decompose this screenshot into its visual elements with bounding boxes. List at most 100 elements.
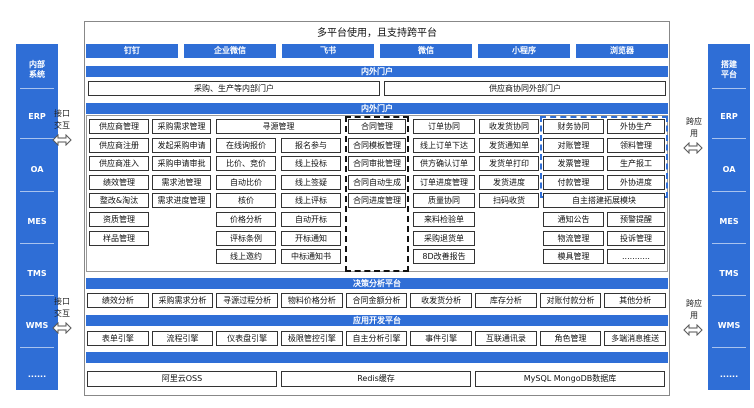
module-box: 预警提醒 — [607, 212, 665, 227]
panel-item: ...... — [719, 370, 739, 379]
module-box: 8D改善报告 — [413, 249, 475, 265]
module-box: 投诉管理 — [607, 230, 665, 246]
panel-header-line: 内部 — [29, 60, 45, 69]
module-box: 采购需求管理 — [152, 119, 211, 134]
module-box: 采购申请审批 — [152, 156, 211, 172]
panel-item: ERP — [28, 112, 46, 121]
module-box: 线上评标 — [281, 193, 341, 209]
analysis-box: 合同金额分析 — [345, 293, 408, 308]
module-box: 评标条例 — [216, 230, 276, 246]
right-note-bottom: 跨应用 — [686, 299, 702, 320]
engine-box: 互联通讯录 — [475, 331, 537, 346]
module-box: 订单进度管理 — [413, 174, 475, 190]
module-box: 发起采购申请 — [152, 137, 211, 153]
contract-dashed-border — [345, 116, 409, 272]
portal-outer-box: 供应商协同外部门户 — [384, 81, 666, 96]
module-box: 采购退货单 — [413, 230, 475, 246]
engine-box: 事件引擎 — [410, 331, 472, 346]
module-box: 供方确认订单 — [413, 156, 475, 172]
double-arrow-icon — [52, 322, 72, 334]
module-box: 模具管理 — [543, 249, 604, 265]
platform-button: 小程序 — [478, 44, 570, 58]
panel-item: MES — [719, 217, 739, 226]
panel-item: TMS — [27, 269, 47, 278]
module-box: 发货单打印 — [479, 156, 539, 172]
panel-divider — [712, 138, 746, 139]
left-note-top: 接口交互 — [54, 109, 70, 130]
panel-item: OA — [722, 165, 736, 174]
module-box: 财务协同 — [543, 119, 604, 134]
module-box: 对账管理 — [543, 137, 604, 153]
module-box: 线上邀约 — [216, 249, 276, 265]
platform-button: 企业微信 — [184, 44, 276, 58]
panel-item: OA — [30, 165, 44, 174]
engine-box: 角色管理 — [539, 331, 602, 346]
double-arrow-icon — [683, 324, 703, 336]
panel-item: ERP — [720, 112, 738, 121]
module-box: 来料检验单 — [413, 212, 475, 227]
panel-divider — [712, 243, 746, 244]
platform-button: 浏览器 — [576, 44, 668, 58]
panel-item: MES — [27, 217, 47, 226]
module-box: 需求进度管理 — [152, 193, 211, 209]
platform-button: 钉钉 — [86, 44, 178, 58]
engine-box: 多端消息推送 — [604, 331, 666, 346]
analysis-box: 采购需求分析 — [151, 293, 214, 308]
module-box: 自主搭建拓展模块 — [543, 193, 665, 209]
analysis-box: 寻源过程分析 — [216, 293, 278, 308]
panel-header-line: 搭建 — [721, 60, 737, 69]
panel-header-line: 平台 — [721, 70, 737, 79]
module-box: 外协进度 — [607, 174, 665, 190]
analysis-box: 收发货分析 — [410, 293, 472, 308]
module-box: 报名参与 — [281, 137, 341, 153]
module-box: 整改&淘汰 — [89, 193, 149, 209]
portal-bar: 内外门户 — [86, 66, 668, 77]
panel-divider — [20, 295, 54, 296]
panel-divider — [20, 243, 54, 244]
panel-divider — [712, 88, 746, 89]
panel-divider — [20, 347, 54, 348]
analysis-box: 其他分析 — [604, 293, 666, 308]
module-box: 发货通知单 — [479, 137, 539, 153]
module-box: 收发货协同 — [479, 119, 539, 134]
double-arrow-icon — [683, 142, 703, 154]
module-box: 合同审批管理 — [348, 156, 406, 172]
module-box: 质量协同 — [413, 193, 475, 209]
module-box: 供应商管理 — [89, 119, 149, 134]
panel-item: ...... — [27, 370, 47, 379]
module-box: 领料管理 — [607, 137, 665, 153]
module-box: 扫码收货 — [479, 193, 539, 209]
module-box: 开标通知 — [281, 230, 341, 246]
module-box: 订单协同 — [413, 119, 475, 134]
module-box: 核价 — [216, 193, 276, 209]
module-box: 线上订单下达 — [413, 137, 475, 153]
left-note-bottom: 接口交互 — [54, 297, 70, 318]
module-box: 价格分析 — [216, 212, 276, 227]
infra-box: Redis缓存 — [281, 371, 471, 387]
engine-box: 极限管控引擎 — [281, 331, 343, 346]
module-box: 发票管理 — [543, 156, 604, 172]
analysis-box: 物料价格分析 — [281, 293, 343, 308]
appdev-bar: 应用开发平台 — [86, 315, 668, 326]
engine-box: 流程引擎 — [151, 331, 214, 346]
module-box: 通知公告 — [543, 212, 604, 227]
panel-divider — [712, 295, 746, 296]
double-arrow-icon — [52, 134, 72, 146]
panel-divider — [20, 191, 54, 192]
analysis-box: 对账付款分析 — [539, 293, 602, 308]
module-box: 样品管理 — [89, 230, 149, 246]
module-box: 寻源管理 — [216, 119, 341, 134]
panel-item: TMS — [719, 269, 739, 278]
separator-bar — [86, 352, 668, 363]
inner-portal-bar: 内外门户 — [86, 103, 668, 114]
platform-button: 微信 — [380, 44, 472, 58]
right-note-top: 跨应用 — [686, 117, 702, 138]
analysis-box: 绩效分析 — [87, 293, 149, 308]
module-box: 供应商准入 — [89, 156, 149, 172]
module-box: 线上签疑 — [281, 174, 341, 190]
module-box: 付款管理 — [543, 174, 604, 190]
module-box: 自动比价 — [216, 174, 276, 190]
infra-box: MySQL MongoDB数据库 — [475, 371, 665, 387]
